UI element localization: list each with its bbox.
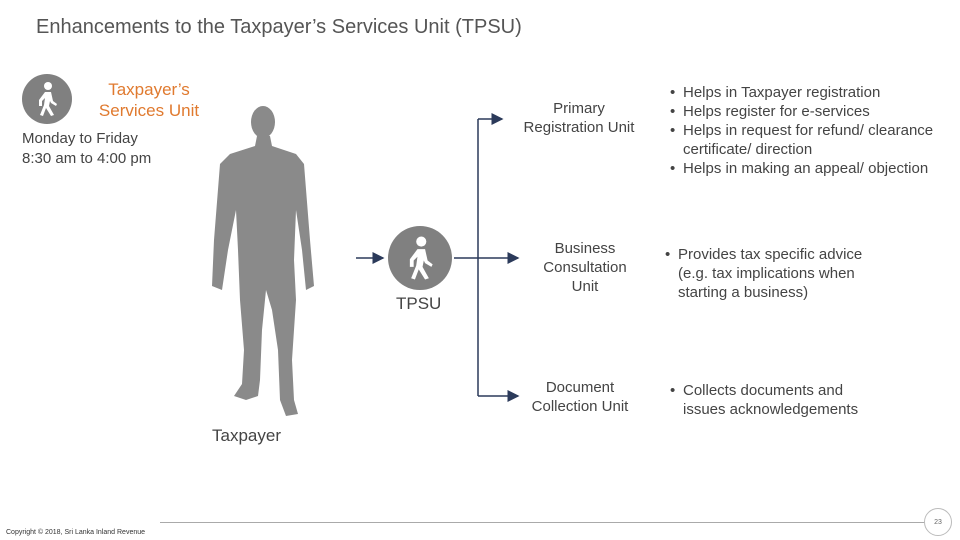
tpsu-label: TPSU: [396, 294, 442, 313]
bullets-primary-registration: Helps in Taxpayer registration Helps reg…: [668, 83, 958, 178]
hours-line2: 8:30 am to 4:00 pm: [22, 150, 152, 167]
bullet-item: Helps in making an appeal/ objection: [668, 159, 958, 178]
unit-label-business-consultation: Business Consultation Unit: [520, 239, 650, 296]
services-unit-title: Taxpayer’s Services Unit: [84, 79, 214, 121]
taxpayer-silhouette: [212, 106, 314, 416]
footer-divider: [160, 522, 926, 523]
unit-label-line: Collection Unit: [531, 398, 629, 415]
services-unit-title-line2: Services Unit: [98, 101, 200, 120]
bullets-document-collection: Collects documents and issues acknowledg…: [668, 381, 888, 419]
copyright-text: Copyright © 2018, Sri Lanka Inland Reven…: [6, 529, 146, 536]
hours-line1: Monday to Friday: [22, 130, 138, 147]
taxpayer-label: Taxpayer: [212, 426, 281, 445]
unit-label-line: Consultation: [543, 259, 627, 276]
tpsu-walking-person-icon: [388, 226, 452, 290]
unit-label-line: Document: [545, 379, 615, 396]
page-title: Enhancements to the Taxpayer’s Services …: [36, 16, 522, 38]
bullet-item: Provides tax specific advice (e.g. tax i…: [663, 245, 893, 302]
services-unit-title-line1: Taxpayer’s: [108, 80, 190, 99]
unit-label-line: Registration Unit: [523, 119, 635, 136]
walking-person-icon: [22, 74, 72, 124]
page-number: 23: [924, 508, 952, 536]
bullet-item: Collects documents and issues acknowledg…: [668, 381, 888, 419]
unit-label-line: Unit: [571, 278, 599, 295]
bullet-item: Helps in Taxpayer registration: [668, 83, 958, 102]
unit-label-line: Business: [554, 240, 616, 257]
unit-label-document-collection: Document Collection Unit: [510, 378, 650, 416]
unit-label-primary-registration: Primary Registration Unit: [505, 99, 653, 137]
bullets-business-consultation: Provides tax specific advice (e.g. tax i…: [663, 245, 893, 302]
bullet-item: Helps in request for refund/ clearance c…: [668, 121, 958, 159]
unit-label-line: Primary: [553, 100, 605, 117]
bullet-item: Helps register for e-services: [668, 102, 958, 121]
